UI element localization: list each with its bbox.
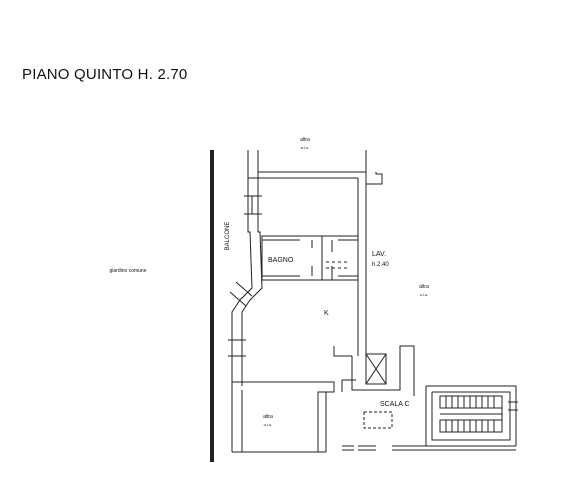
label-bagno: BAGNO bbox=[268, 257, 294, 264]
stair-outline bbox=[426, 385, 517, 446]
label-giardino: giardino comune bbox=[110, 268, 147, 274]
label-altra-right: altra bbox=[419, 284, 429, 290]
label-altra-top: altra bbox=[300, 137, 310, 143]
facade-wall-outer bbox=[231, 178, 253, 382]
label-scala: SCALA C bbox=[380, 401, 410, 408]
label-altra-top-sub: a.i.u. bbox=[301, 145, 310, 150]
balcony-wall bbox=[210, 150, 214, 462]
label-balcone: BALCONE bbox=[225, 222, 231, 251]
top-wall bbox=[258, 150, 367, 173]
top-wall-right bbox=[365, 172, 383, 185]
lift bbox=[365, 353, 387, 385]
label-lav-height: h.2.40 bbox=[372, 262, 389, 268]
facade-wall-inner bbox=[241, 178, 263, 374]
top-wall-left bbox=[247, 150, 259, 179]
label-altra-right-sub: u.i.u. bbox=[420, 292, 429, 297]
label-k: K bbox=[324, 310, 329, 317]
label-altra-bottom-sub: u.i.u. bbox=[264, 422, 273, 427]
label-altra-bottom: altra bbox=[263, 414, 273, 420]
landing bbox=[363, 411, 393, 429]
stair-treads bbox=[439, 395, 518, 433]
lower-wall-left bbox=[232, 381, 335, 452]
label-lav: LAV. bbox=[372, 251, 386, 258]
page-title: PIANO QUINTO H. 2.70 bbox=[22, 66, 188, 83]
shaft bbox=[333, 346, 352, 357]
walls bbox=[210, 150, 517, 462]
bathroom bbox=[261, 235, 359, 281]
